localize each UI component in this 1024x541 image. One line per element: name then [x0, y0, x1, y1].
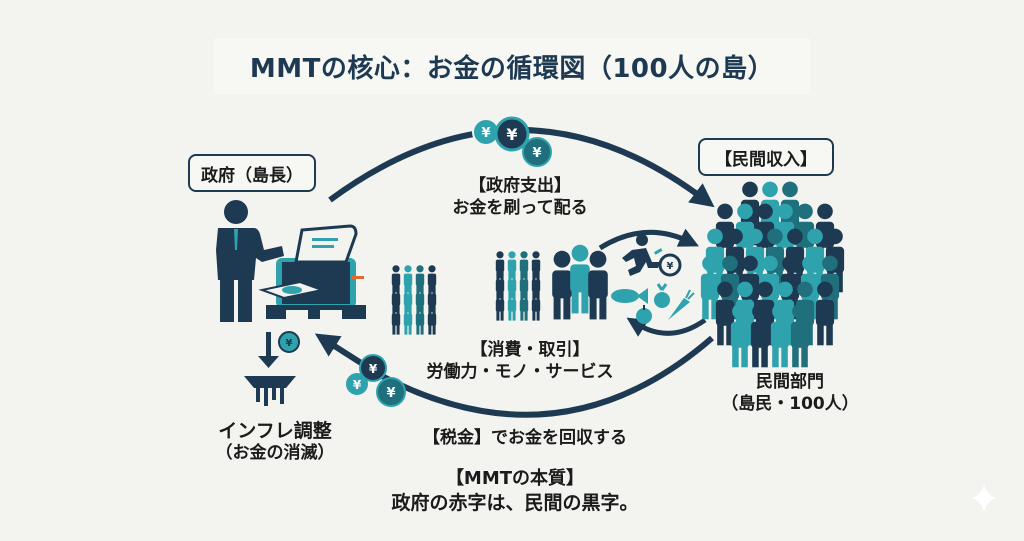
- svg-text:¥: ¥: [667, 261, 674, 272]
- svg-text:¥: ¥: [286, 338, 293, 349]
- person-icon: [415, 305, 425, 335]
- spending-heading: 【政府支出】: [469, 176, 571, 196]
- small-crowd-icon: [391, 265, 437, 335]
- consumption-heading: 【消費・取引】: [470, 340, 590, 360]
- sparkle-icon: [971, 484, 997, 512]
- spending-text: お金を刷って配る: [452, 198, 588, 218]
- person-icon: [790, 303, 810, 368]
- person-icon: [519, 291, 529, 321]
- svg-text:¥: ¥: [532, 146, 541, 161]
- svg-text:¥: ¥: [369, 362, 378, 376]
- person-icon: [815, 281, 835, 346]
- coin-icon: ¥: [278, 331, 300, 353]
- private-sector-text: （島民・100人）: [721, 394, 859, 414]
- essence-heading: 【MMTの本質】: [445, 468, 585, 489]
- small-crowd-icon: [495, 251, 541, 321]
- inflation-heading: インフレ調整: [218, 420, 332, 442]
- tax-text: 【税金】でお金を回収する: [423, 428, 627, 448]
- coin-icon: ¥: [344, 371, 370, 397]
- person-icon: [403, 305, 413, 335]
- inflation-text: （お金の消滅）: [215, 443, 335, 463]
- essence-text: 政府の赤字は、民間の黒字。: [391, 492, 639, 514]
- person-icon: [531, 291, 541, 321]
- printing-press-icon: [258, 224, 366, 320]
- person-icon: [391, 305, 401, 335]
- coin-icon: ¥: [494, 116, 530, 152]
- consumption-text: 労働力・モノ・サービス: [426, 362, 614, 382]
- people-group-icon: [552, 244, 608, 320]
- person-icon: [770, 303, 790, 368]
- diagram-title: MMTの核心：お金の循環図（100人の島）: [214, 38, 810, 94]
- cycle-arrow-top: [598, 228, 699, 251]
- person-icon: [495, 291, 505, 321]
- svg-text:¥: ¥: [353, 378, 362, 392]
- person-icon: [750, 303, 770, 368]
- worker-running-icon: [622, 234, 663, 276]
- coin-icon: ¥: [376, 377, 406, 407]
- coin-icon: ¥: [359, 354, 387, 382]
- coin-icon: ¥: [658, 253, 682, 277]
- fish-icon: [611, 288, 648, 304]
- svg-text:¥: ¥: [386, 386, 395, 401]
- government-label: 政府（島長）: [188, 154, 316, 192]
- apple-icon: [636, 305, 652, 324]
- person-icon: [730, 303, 750, 368]
- cycle-arrow-bottom: [626, 317, 707, 337]
- crowd-icon: [700, 181, 845, 368]
- coin-icon: ¥: [522, 137, 552, 167]
- government-official-icon: [216, 200, 284, 322]
- svg-text:¥: ¥: [506, 125, 517, 144]
- svg-text:¥: ¥: [481, 126, 490, 141]
- tax-arrow: [314, 333, 714, 418]
- person-icon: [507, 291, 517, 321]
- private-income-label: 【民間収入】: [698, 138, 834, 176]
- inflation-drain-icon: [244, 332, 296, 406]
- private-sector-heading: 民間部門: [756, 372, 824, 392]
- vegetable-icon: [654, 283, 695, 320]
- person-icon: [427, 305, 437, 335]
